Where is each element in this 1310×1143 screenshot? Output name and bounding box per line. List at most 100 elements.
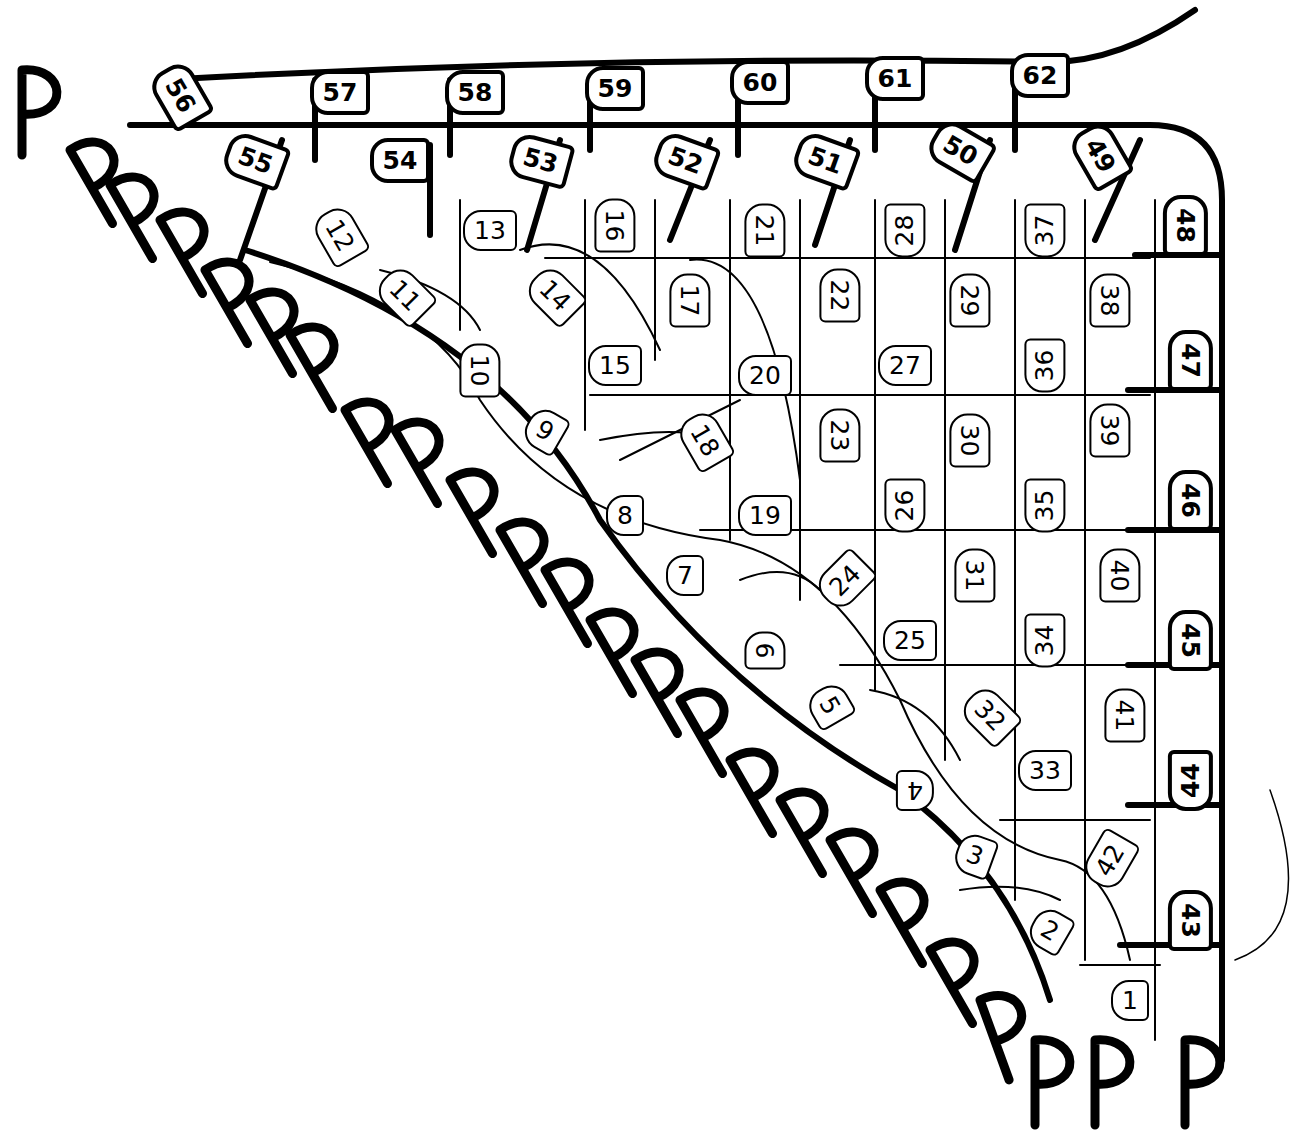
stitch-number: 19 bbox=[749, 503, 781, 528]
stitch-tab: 26 bbox=[885, 478, 926, 532]
stitch-tab: 46 bbox=[1167, 470, 1212, 531]
stitch-tab: 28 bbox=[885, 203, 926, 257]
stitch-tab: 8 bbox=[606, 495, 644, 536]
stitch-number: 15 bbox=[599, 353, 631, 378]
stitch-tab: 35 bbox=[1025, 478, 1066, 532]
stitch-tab: 48 bbox=[1162, 195, 1207, 256]
stitch-number: 41 bbox=[1113, 699, 1138, 731]
stitch-number: 61 bbox=[878, 66, 913, 91]
stitch-tab: 43 bbox=[1167, 890, 1212, 951]
stitch-number: 29 bbox=[958, 284, 983, 316]
stitch-number: 32 bbox=[970, 695, 1010, 735]
stitch-tab: 54 bbox=[370, 138, 431, 183]
stitch-tab: 59 bbox=[585, 66, 646, 111]
stitch-number: 48 bbox=[1172, 208, 1197, 243]
stitch-tab: 44 bbox=[1167, 750, 1212, 811]
stitch-number: 8 bbox=[617, 503, 633, 528]
stitch-tab: 36 bbox=[1025, 338, 1066, 392]
stitch-number: 50 bbox=[939, 130, 982, 169]
stitch-number: 35 bbox=[1033, 489, 1058, 521]
stitch-tab: 18 bbox=[674, 406, 736, 473]
stitch-number: 30 bbox=[958, 424, 983, 456]
stitch-number: 2 bbox=[1037, 915, 1063, 945]
picot-symbol bbox=[545, 552, 618, 643]
stitch-tab: 42 bbox=[1079, 826, 1141, 893]
stitch-tab: 62 bbox=[1010, 53, 1071, 98]
stitch-number: 1 bbox=[1122, 988, 1138, 1013]
stitch-number: 44 bbox=[1177, 763, 1202, 798]
picot-symbol bbox=[450, 462, 523, 553]
stitch-tab: 5 bbox=[803, 678, 857, 731]
stitch-number: 16 bbox=[603, 209, 628, 241]
stitch-number: 47 bbox=[1177, 343, 1202, 378]
stitch-tab: 39 bbox=[1090, 403, 1131, 457]
stitch-tab: 45 bbox=[1167, 610, 1212, 671]
stitch-number: 36 bbox=[1033, 349, 1058, 381]
stitch-tab: 32 bbox=[956, 681, 1023, 748]
picot-symbol bbox=[1095, 1040, 1130, 1125]
stitch-number: 10 bbox=[468, 354, 493, 386]
stitch-tab: 57 bbox=[310, 70, 371, 115]
stitch-number: 7 bbox=[677, 563, 693, 588]
stitch-tab: 27 bbox=[878, 345, 932, 386]
stitch-number: 62 bbox=[1023, 63, 1058, 88]
stitch-tab: 10 bbox=[460, 343, 501, 397]
stitch-tab: 14 bbox=[521, 261, 588, 328]
stitch-tab: 21 bbox=[745, 203, 786, 257]
stitch-tab: 24 bbox=[811, 546, 878, 613]
stitch-number: 54 bbox=[383, 148, 418, 173]
stitch-tab: 19 bbox=[738, 495, 792, 536]
stitch-number: 24 bbox=[825, 560, 865, 600]
picot-symbol bbox=[290, 317, 363, 408]
stitch-tab: 29 bbox=[950, 273, 991, 327]
stitch-number: 21 bbox=[753, 214, 778, 246]
stitch-number: 31 bbox=[963, 559, 988, 591]
stitch-number: 3 bbox=[963, 841, 986, 870]
stitch-number: 49 bbox=[1080, 134, 1119, 177]
stitch-number: 46 bbox=[1177, 483, 1202, 518]
stitch-tab: 7 bbox=[666, 555, 704, 596]
stitch-tab: 22 bbox=[820, 268, 861, 322]
stitch-tab: 47 bbox=[1167, 330, 1212, 391]
stitch-number: 60 bbox=[743, 70, 778, 95]
picot-symbol bbox=[1185, 1040, 1220, 1125]
stitch-number: 22 bbox=[828, 279, 853, 311]
picot-symbol bbox=[345, 392, 418, 483]
stitch-tab: 6 bbox=[745, 631, 786, 669]
stitch-number: 12 bbox=[321, 215, 359, 255]
stitch-tab: 25 bbox=[883, 620, 937, 661]
picot-symbol bbox=[880, 872, 953, 963]
stitch-number: 6 bbox=[753, 642, 778, 658]
stitch-number: 34 bbox=[1033, 624, 1058, 656]
stitch-number: 18 bbox=[686, 420, 724, 460]
picot-symbol bbox=[1035, 1040, 1070, 1125]
stitch-tab: 15 bbox=[588, 345, 642, 386]
stitch-number: 14 bbox=[535, 275, 575, 315]
stitch-number: 13 bbox=[474, 218, 506, 243]
stitch-number: 17 bbox=[678, 284, 703, 316]
stitch-number: 23 bbox=[828, 419, 853, 451]
stitch-number: 59 bbox=[598, 76, 633, 101]
stitch-number: 51 bbox=[804, 142, 845, 177]
stitch-number: 20 bbox=[749, 363, 781, 388]
stitch-tab: 41 bbox=[1105, 688, 1146, 742]
stitch-tab: 20 bbox=[738, 355, 792, 396]
stitch-number: 45 bbox=[1177, 623, 1202, 658]
stitch-number: 33 bbox=[1029, 758, 1061, 783]
picot-symbol bbox=[160, 202, 233, 293]
stitch-tab: 9 bbox=[518, 403, 571, 457]
stitch-tab: 13 bbox=[463, 210, 517, 251]
stitch-number: 56 bbox=[160, 74, 199, 117]
stitch-tab: 31 bbox=[955, 548, 996, 602]
stitch-tab: 11 bbox=[371, 261, 438, 328]
stitch-number: 28 bbox=[893, 214, 918, 246]
stitch-number: 58 bbox=[458, 80, 493, 105]
stitch-number: 40 bbox=[1108, 559, 1133, 591]
stitch-number: 42 bbox=[1091, 840, 1129, 880]
stitch-tab: 16 bbox=[595, 198, 636, 252]
stitch-tab: 1 bbox=[1111, 980, 1149, 1021]
stitch-tab: 53 bbox=[505, 130, 575, 189]
stitch-number: 52 bbox=[664, 142, 705, 177]
stitch-tab: 33 bbox=[1018, 750, 1072, 791]
stitch-number: 25 bbox=[894, 628, 926, 653]
